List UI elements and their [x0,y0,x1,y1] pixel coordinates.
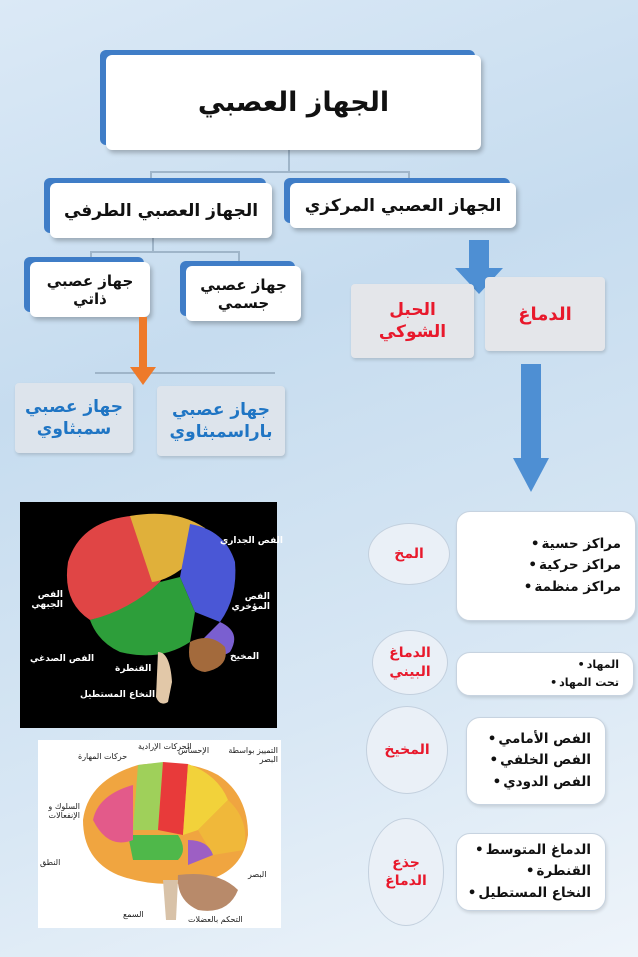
label-sensation: الإحساس [178,746,210,755]
section-diencephalon-name: الدماغ البيني [372,630,448,695]
connector-right [408,171,410,183]
list-item: القنطرة [468,861,591,883]
connector-level2 [90,251,240,253]
label-parietal: الفص الجداري [220,536,284,546]
list-item: مراكز حسية [524,534,622,556]
somatic-system: جهاز عصبي جسمي [186,266,301,321]
label-pons: القنطرة [115,664,152,674]
connector-level1 [150,171,410,173]
list-item: مراكز منظمة [524,577,621,599]
section-cerebellum-list: الفص الأمامي الفص الخلفي الفص الدودي [466,717,606,805]
label-speech: النطق [40,858,61,867]
list-item: تحت المهاد [550,674,619,692]
list-item: الفص الأمامي [488,729,591,751]
arrow-down-icon [455,240,503,294]
root-title: الجهاز العصبي [106,55,481,150]
list-item: النخاع المستطيل [468,883,591,905]
label-motor: الحركات الإرادية [138,742,192,751]
connector-somatic [238,251,240,261]
section-diencephalon-list: المهاد تحت المهاد [456,652,634,696]
spinal-cord-box: الحبل الشوكي [351,284,474,358]
label-medulla: النخاع المستطيل [80,690,156,700]
arrow-down-icon [130,317,156,385]
list-item: الفص الخلفي [488,750,591,772]
label-muscle: التحكم بالعضلات [188,915,243,924]
brain-box: الدماغ [485,277,605,351]
label-cerebellum: المخيخ [230,652,260,662]
section-brainstem-list: الدماغ المتوسط القنطرة النخاع المستطيل [456,833,606,911]
peripheral-nervous-system: الجهاز العصبي الطرفي [50,183,272,238]
connector-root [288,150,290,172]
label-skill: حركات المهارة [78,752,128,761]
parasympathetic-system: جهاز عصبي باراسمبثاوي [157,386,285,456]
connector-level3 [95,372,275,374]
label-hearing: السمع [123,910,144,919]
connector-autonomic [90,251,92,261]
label-behavior: السلوك و الإنفعالات [48,802,80,820]
autonomic-system: جهاز عصبي ذاتي [30,262,150,317]
central-nervous-system: الجهاز العصبي المركزي [290,183,516,228]
brain-lobes-image: الفص الجداري الفص الجبهي الفص المؤخري ال… [20,502,283,728]
label-vision: البصر [248,870,267,879]
section-cerebrum-name: المخ [368,523,450,585]
label-temporal: الفص الصدغي [30,654,95,664]
section-brainstem-name: جذع الدماغ [368,818,444,926]
connector-left [150,171,152,183]
brain-functions-image: الحركات الإرادية الإحساس حركات المهارة ا… [38,740,281,928]
label-vision-interp: التمييز بواسطة البصر [228,746,278,764]
list-item: مراكز حركية [524,555,621,577]
list-item: الدماغ المتوسط [468,840,591,862]
section-cerebellum-name: المخيخ [366,706,448,794]
list-item: المهاد [550,656,619,674]
connector-peripheral [152,238,154,252]
list-item: الفص الدودي [488,772,591,794]
label-occipital: الفص المؤخري [231,592,270,612]
label-frontal: الفص الجبهي [31,590,63,610]
arrow-down-icon [513,364,549,492]
sympathetic-system: جهاز عصبي سمبثاوي [15,383,133,453]
section-cerebrum-list: مراكز حسية مراكز حركية مراكز منظمة [456,511,636,621]
